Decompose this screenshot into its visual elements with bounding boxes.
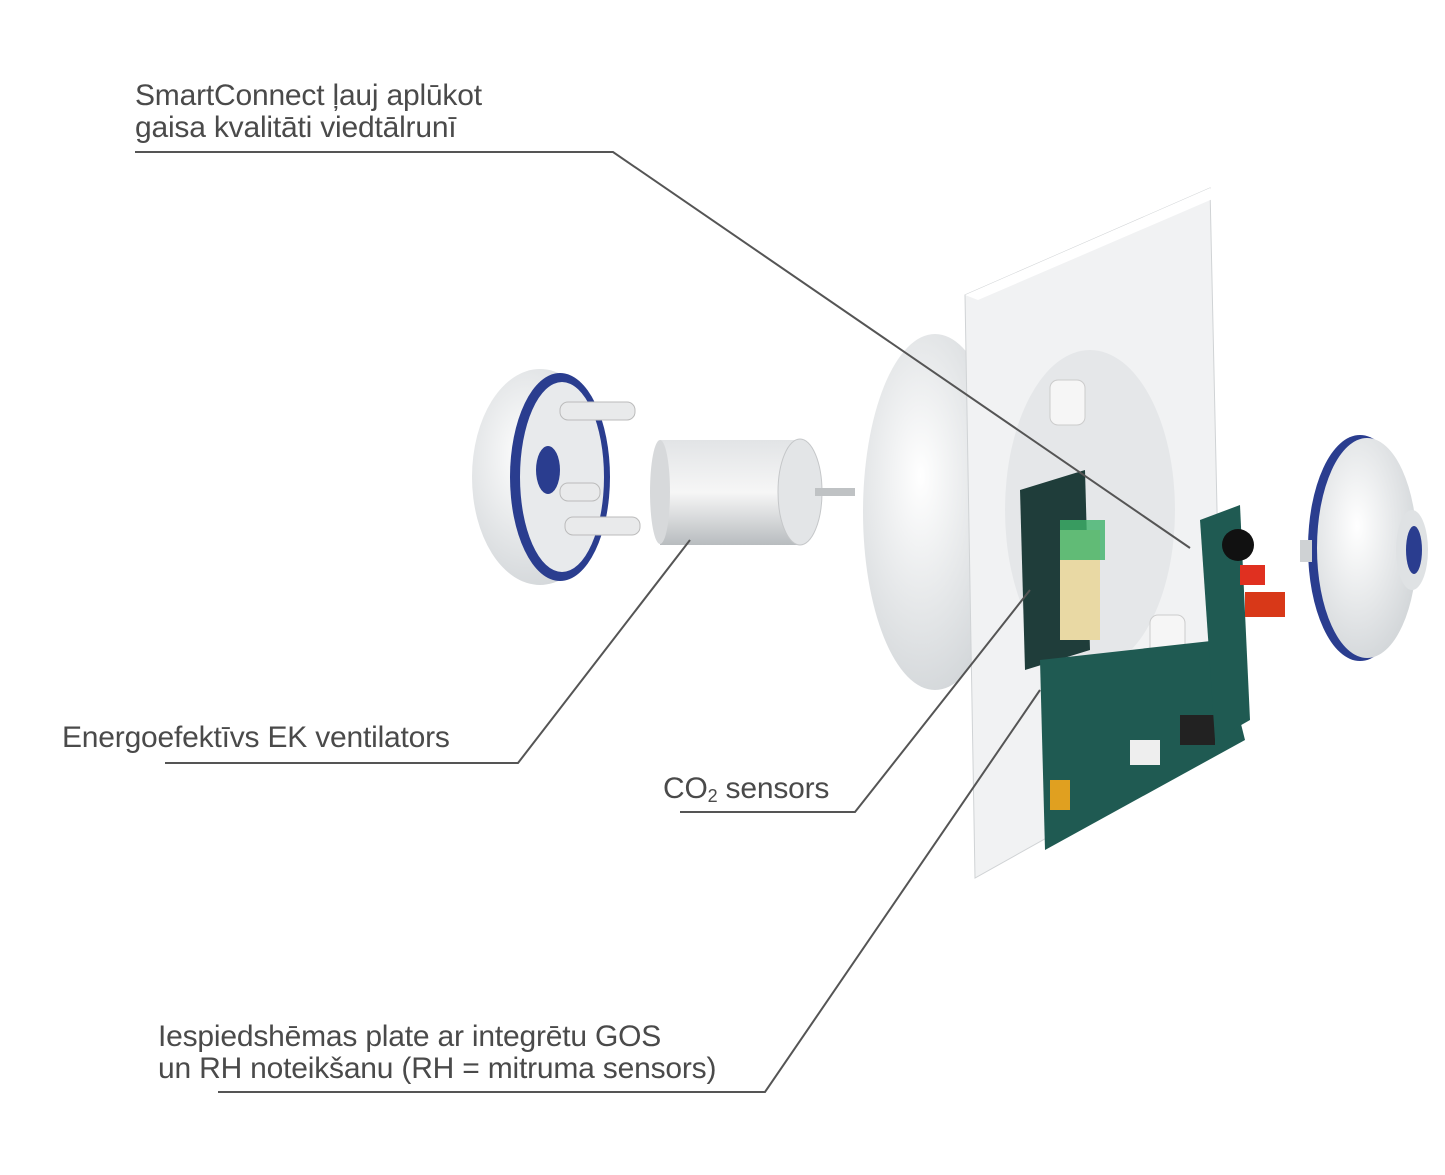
label-line: SmartConnect ļauj aplūkot (135, 79, 482, 112)
co2-suffix: sensors (717, 772, 830, 805)
rear-cap-right (1300, 435, 1428, 661)
pcb-board (1020, 470, 1285, 850)
leader-pcb (218, 689, 1041, 1093)
label-line: un RH noteikšanu (RH = mitruma sensors) (158, 1052, 717, 1085)
co2-subscript: 2 (707, 786, 718, 806)
label-fan: Energoefektīvs EK ventilators (62, 721, 450, 754)
label-line: gaisa kvalitāti viedtālrunī (135, 111, 457, 144)
ec-fan-motor (650, 438, 855, 546)
label-line: Iespiedshēmas plate ar integrētu GOS (158, 1020, 662, 1053)
leader-smartconnect (135, 151, 1191, 549)
label-pcb: Iespiedshēmas plate ar integrētu GOS un … (158, 1021, 716, 1085)
label-smartconnect: SmartConnect ļauj aplūkot gaisa kvalitāt… (135, 80, 482, 144)
label-co2: CO2 sensors (663, 772, 830, 806)
co2-prefix: CO (663, 772, 708, 805)
leader-fan (165, 539, 691, 764)
front-cap-left (472, 369, 641, 585)
leader-co2 (680, 589, 1031, 813)
